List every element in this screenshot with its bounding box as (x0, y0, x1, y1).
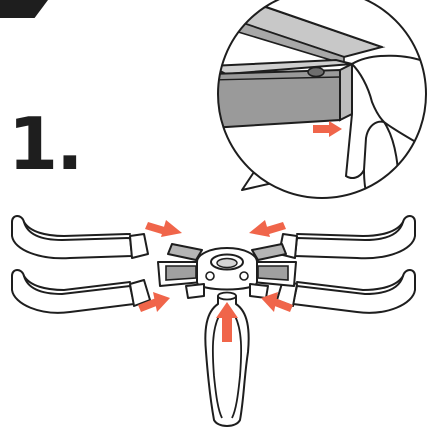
zoom-bar-end (339, 62, 353, 122)
detail-callout (217, 0, 427, 199)
leg-left-upper (11, 215, 149, 260)
leg-right-lower (276, 269, 416, 314)
center-pole (204, 291, 250, 427)
leg-right-upper (278, 215, 416, 260)
zoom-bar-edge (218, 76, 341, 81)
step-number: 1. (8, 102, 83, 186)
zoom-connector-socket (351, 63, 385, 123)
zoom-bolt-hole (307, 66, 325, 78)
arrow-top-right (249, 220, 286, 237)
leg-left-lower-socket (129, 279, 151, 307)
center-hub (157, 243, 297, 299)
leg-left-upper-socket (129, 233, 149, 259)
arrow-top-left (145, 220, 182, 237)
corner-tab (0, 0, 48, 18)
zoom-top-band (250, 0, 420, 47)
callout-ring (217, 0, 427, 199)
arrow-bottom-left (138, 292, 170, 312)
leg-left-lower (11, 269, 151, 314)
zoom-insert-arrow (313, 121, 342, 137)
arrow-up-center (216, 302, 238, 342)
arrow-bottom-right (261, 292, 293, 312)
